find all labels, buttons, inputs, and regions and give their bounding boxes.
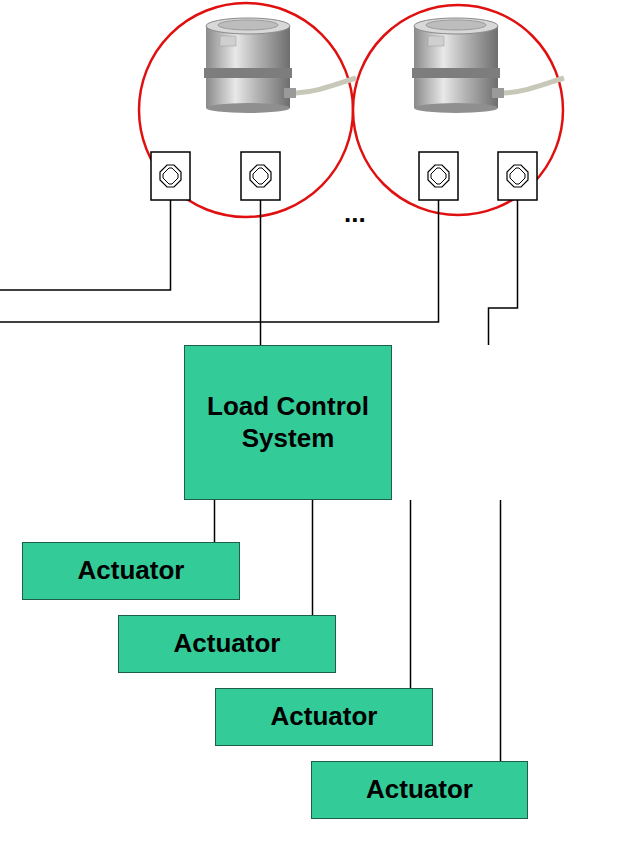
- actuator-box: Actuator: [311, 761, 528, 819]
- control-box: Load Control System: [184, 345, 392, 500]
- strain-gauge-symbol: [498, 152, 537, 200]
- node-label: Actuator: [174, 628, 281, 659]
- actuator-box: Actuator: [118, 615, 336, 673]
- strain-gauge-symbol: [241, 152, 280, 200]
- sensor-circle: [353, 5, 563, 215]
- connector-line: [500, 500, 501, 761]
- node-label: Load Control System: [193, 391, 383, 453]
- node-label: Actuator: [366, 774, 473, 805]
- connector-line: [312, 500, 313, 615]
- node-label: Actuator: [271, 701, 378, 732]
- load-cell-photo: [412, 18, 564, 113]
- load-cell-photo: [204, 18, 356, 113]
- node-label: Actuator: [78, 555, 185, 586]
- actuator-box: Actuator: [215, 688, 433, 746]
- actuator-box: Actuator: [22, 542, 240, 600]
- signal-wires: [0, 200, 518, 345]
- ellipsis-label: ...: [344, 198, 366, 229]
- connector-line: [410, 500, 411, 688]
- strain-gauge-symbol: [151, 152, 190, 200]
- strain-gauge-symbol: [419, 152, 458, 200]
- connector-line: [214, 500, 215, 542]
